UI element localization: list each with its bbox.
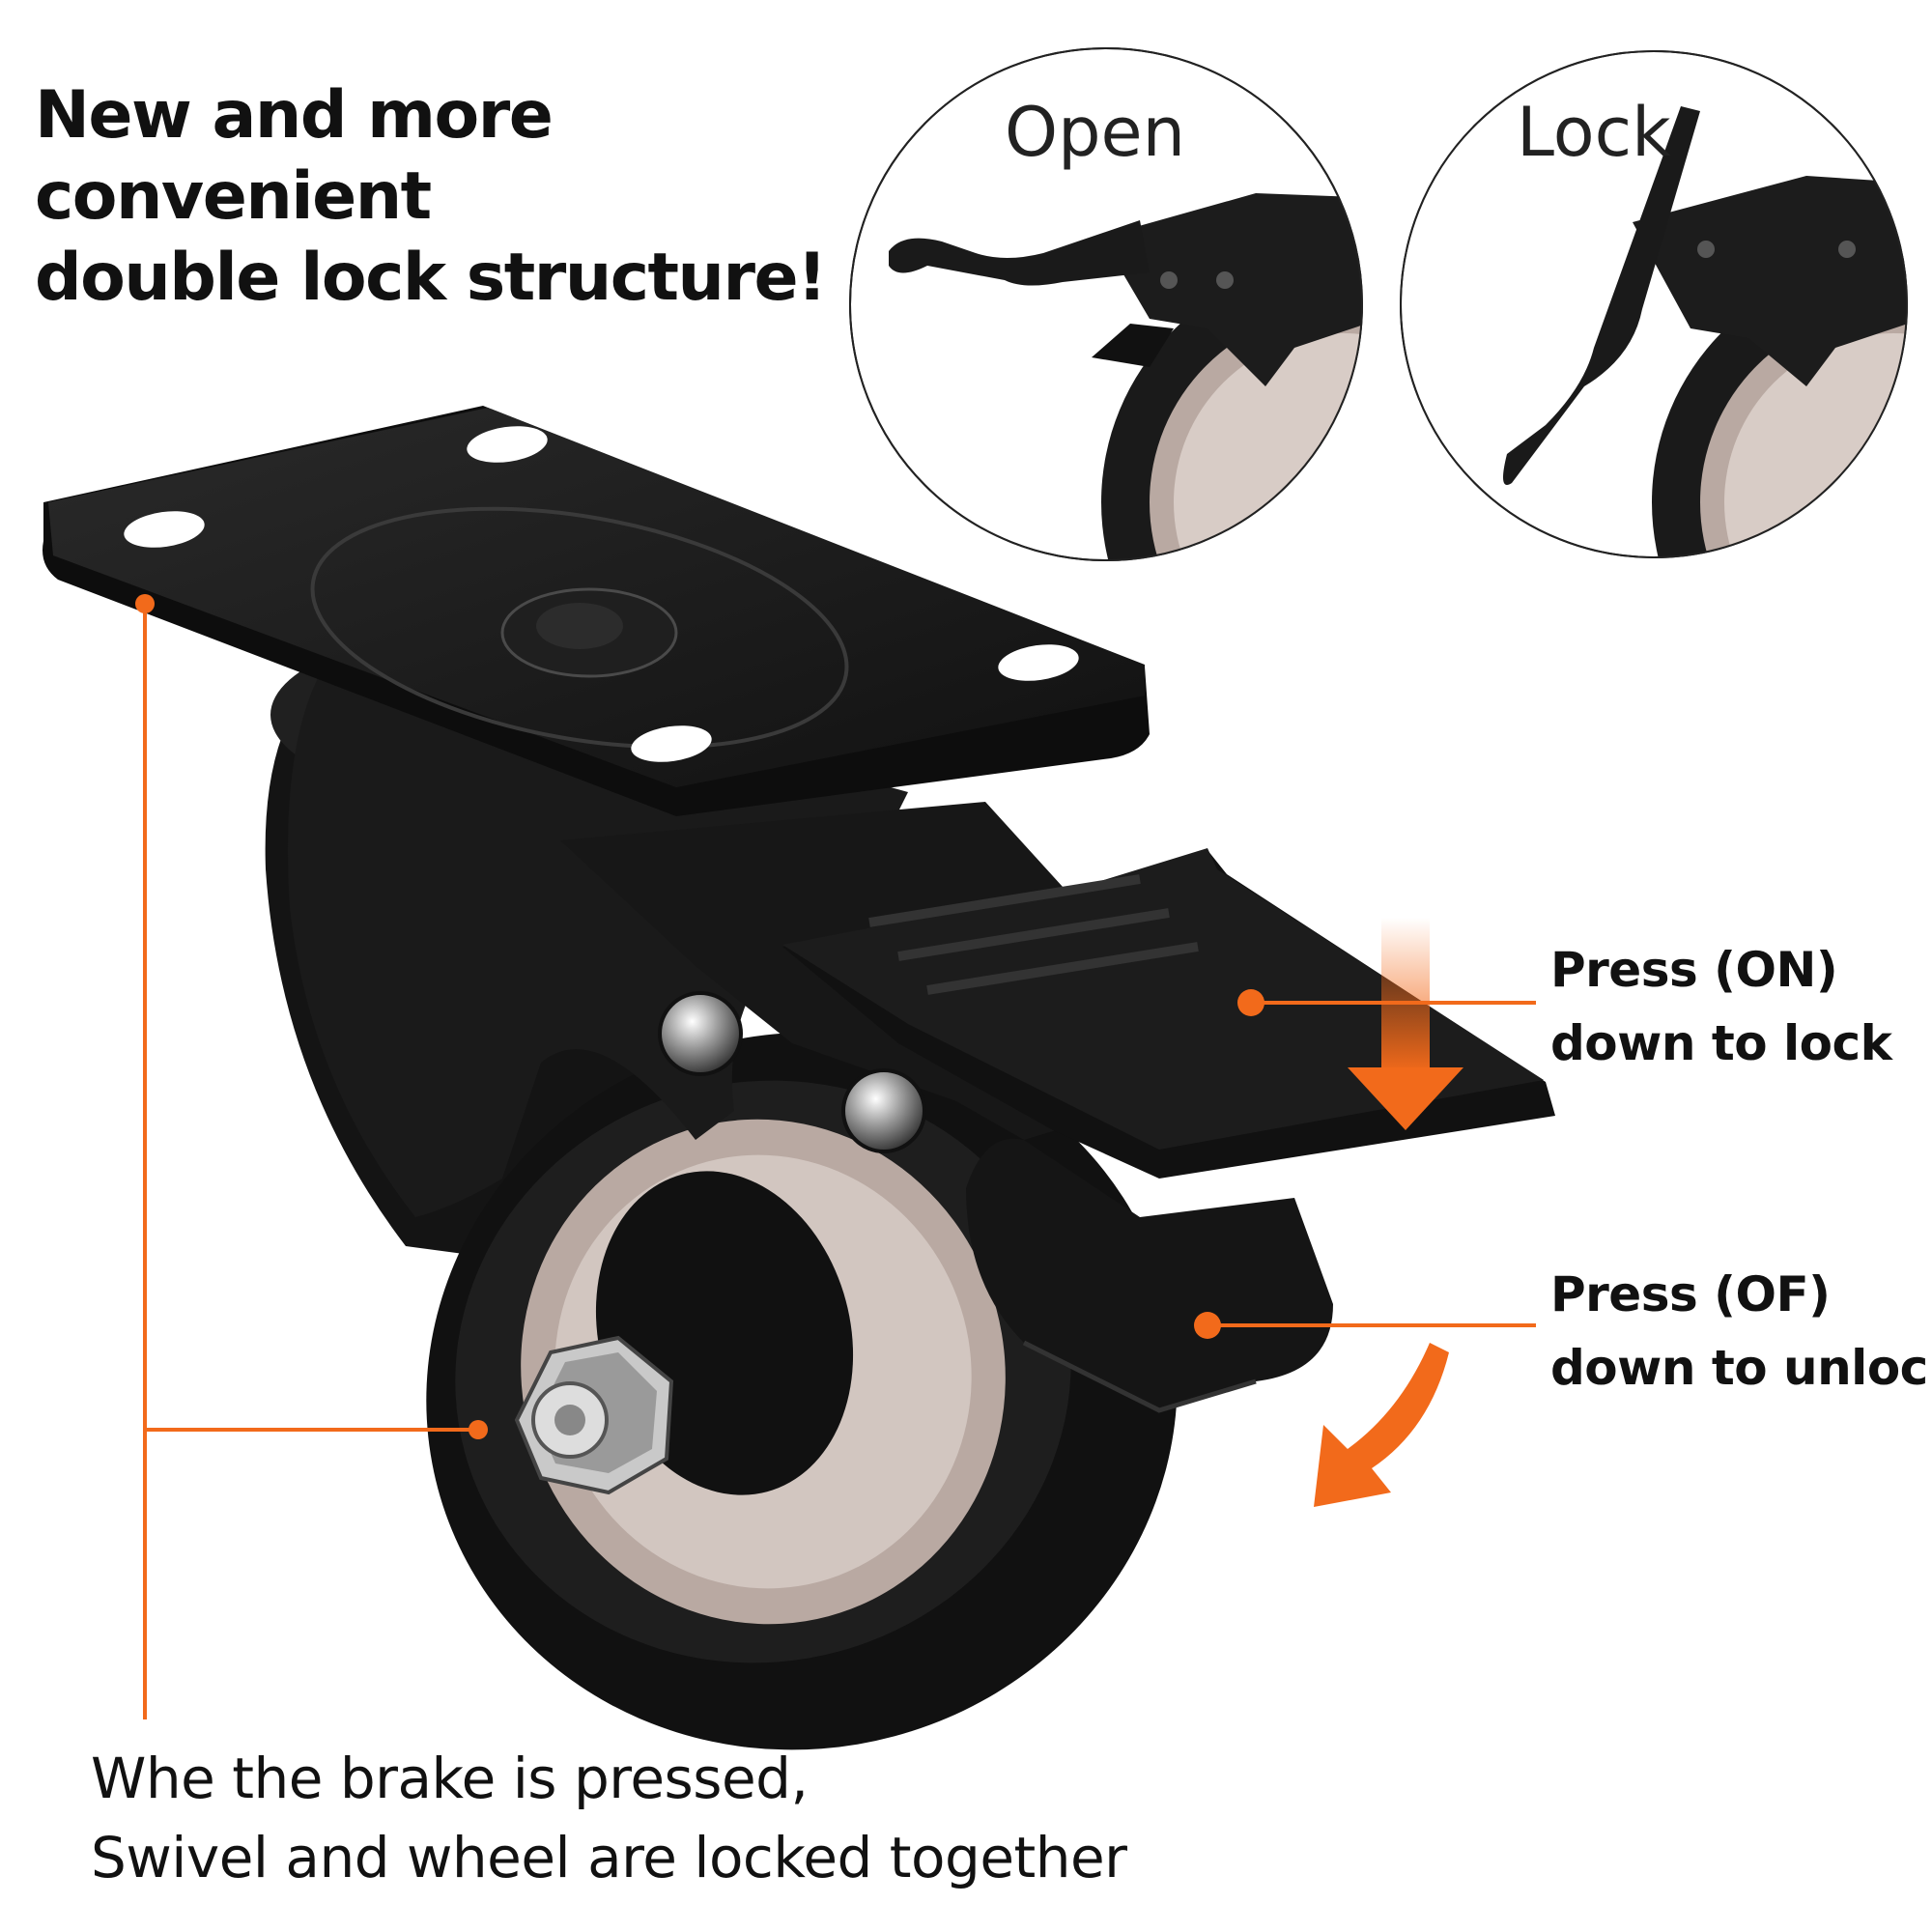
- unlock-callout-line-1: Press (OF): [1550, 1266, 1831, 1322]
- headline-line-1: New and more convenient: [35, 77, 554, 235]
- mounting-plate: [43, 406, 1150, 816]
- plate-hole-4: [631, 725, 712, 762]
- plate-hole-3: [998, 644, 1079, 681]
- open-label: Open: [1005, 93, 1185, 172]
- lock-callout-line-1: Press (ON): [1550, 942, 1838, 998]
- caption: Whe the brake is pressed, Swivel and whe…: [91, 1739, 1127, 1897]
- unlock-callout: Press (OF) down to unlock: [1550, 1258, 1932, 1405]
- unlock-callout-line-2: down to unlock: [1550, 1340, 1932, 1396]
- press-release-arrow: [1314, 1343, 1449, 1507]
- rivet-upper: [658, 991, 743, 1076]
- lock-pedal-marker-dot: [1237, 989, 1264, 1016]
- headline: New and more convenient double lock stru…: [35, 75, 904, 319]
- caption-line-2: Swivel and wheel are locked together: [91, 1825, 1127, 1890]
- callout-lines: [135, 594, 1536, 1719]
- lock-callout: Press (ON) down to lock: [1550, 933, 1892, 1080]
- axle-nut: [514, 1335, 674, 1495]
- lock-inset-bracket: [1633, 176, 1907, 386]
- plate-hole-1: [124, 511, 205, 548]
- unlock-pedal: [966, 1138, 1333, 1413]
- headline-line-2: double lock structure!: [35, 240, 827, 316]
- lock-callout-line-2: down to lock: [1550, 1015, 1892, 1071]
- caption-line-1: Whe the brake is pressed,: [91, 1746, 809, 1811]
- lock-label: Lock: [1517, 93, 1671, 172]
- open-inset-bracket: [1101, 193, 1362, 386]
- plate-hole-2: [467, 426, 548, 463]
- caster-main: [43, 406, 1555, 1750]
- wheel-marker-dot: [469, 1420, 488, 1439]
- press-down-arrow: [1348, 918, 1463, 1130]
- rivet-lower: [841, 1068, 926, 1153]
- lock-inset-pedal: [1503, 106, 1700, 485]
- open-inset-pedal: [889, 220, 1150, 286]
- plate-marker-dot: [135, 594, 155, 613]
- unlock-pedal-marker-dot: [1194, 1312, 1221, 1339]
- lock-pedal: [782, 848, 1555, 1179]
